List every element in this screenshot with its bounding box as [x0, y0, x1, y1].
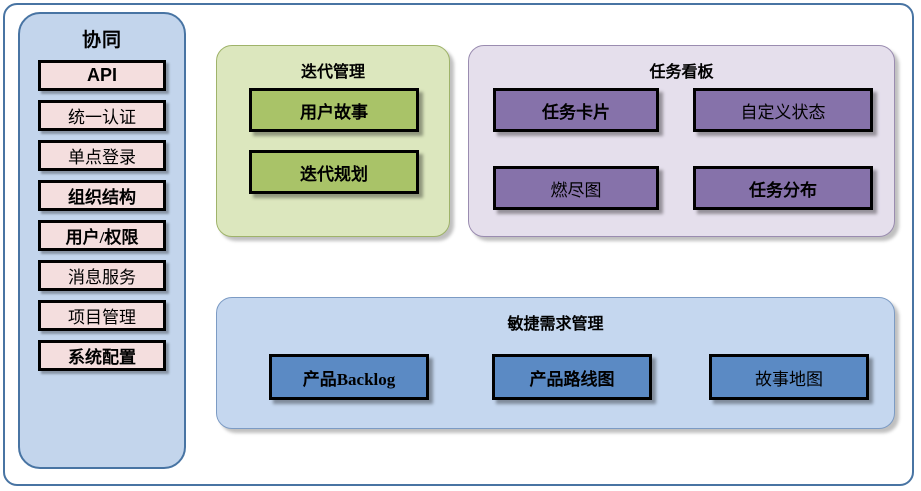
chip-task-distribution[interactable]: 任务分布: [693, 166, 873, 210]
sidebar-item-label: 单点登录: [68, 148, 136, 167]
panel-iteration-management: 迭代管理 用户故事 迭代规划: [216, 45, 450, 237]
chip-task-card[interactable]: 任务卡片: [493, 88, 659, 132]
sidebar-item-single-sign-on[interactable]: 单点登录: [38, 140, 166, 171]
chip-custom-status[interactable]: 自定义状态: [693, 88, 873, 132]
sidebar-item-label: 系统配置: [68, 348, 136, 367]
sidebar-title: 协同: [81, 30, 122, 51]
sidebar-item-label: 组织结构: [68, 188, 136, 207]
chip-label: 燃尽图: [550, 180, 602, 200]
chip-story-map[interactable]: 故事地图: [709, 354, 869, 400]
chip-label: 任务分布: [749, 180, 817, 200]
sidebar-item-label: 消息服务: [68, 268, 136, 287]
panel-title: 敏捷需求管理: [507, 316, 604, 333]
sidebar-item-org-structure[interactable]: 组织结构: [38, 180, 166, 211]
panel-task-board: 任务看板 任务卡片 自定义状态 燃尽图 任务分布: [468, 45, 895, 237]
chip-label: 产品路线图: [529, 369, 615, 389]
sidebar-item-label: 项目管理: [68, 308, 136, 327]
sidebar-item-system-config[interactable]: 系统配置: [38, 340, 166, 371]
sidebar-item-api[interactable]: API: [38, 60, 166, 91]
chip-burndown-chart[interactable]: 燃尽图: [493, 166, 659, 210]
chip-iteration-planning[interactable]: 迭代规划: [249, 150, 419, 194]
chip-label: 任务卡片: [542, 102, 610, 122]
chip-label: 用户故事: [300, 102, 368, 122]
sidebar-item-label: API: [86, 65, 117, 85]
chip-label: 故事地图: [755, 369, 823, 389]
panel-title: 迭代管理: [300, 64, 365, 81]
chip-label: 迭代规划: [300, 164, 368, 184]
chip-user-story[interactable]: 用户故事: [249, 88, 419, 132]
chip-product-roadmap[interactable]: 产品路线图: [492, 354, 652, 400]
sidebar-item-project-management[interactable]: 项目管理: [38, 300, 166, 331]
sidebar-item-list: API 统一认证 单点登录 组织结构 用户/权限 消息服务 项目管理 系统配置: [38, 60, 166, 380]
chip-label: 自定义状态: [740, 102, 826, 122]
sidebar-collaboration-group: 协同 API 统一认证 单点登录 组织结构 用户/权限 消息服务 项目管理: [18, 12, 186, 469]
panel-title: 任务看板: [649, 64, 714, 81]
chip-product-backlog[interactable]: 产品Backlog: [269, 354, 429, 400]
chip-label: 产品Backlog: [302, 369, 396, 389]
sidebar-item-user-permission[interactable]: 用户/权限: [38, 220, 166, 251]
sidebar-item-label: 用户/权限: [65, 228, 139, 247]
sidebar-item-unified-auth[interactable]: 统一认证: [38, 100, 166, 131]
panel-agile-requirements-management: 敏捷需求管理 产品Backlog 产品路线图 故事地图: [216, 297, 895, 429]
sidebar-item-label: 统一认证: [68, 108, 136, 127]
sidebar-item-message-service[interactable]: 消息服务: [38, 260, 166, 291]
